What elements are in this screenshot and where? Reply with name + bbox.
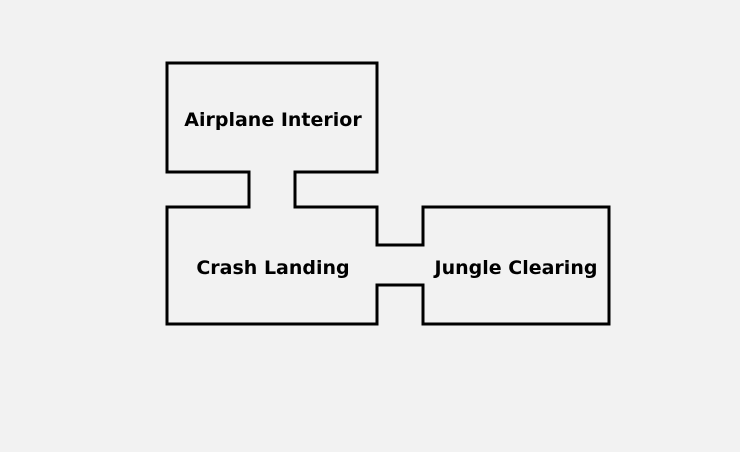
room-label-crash-landing: Crash Landing	[196, 257, 349, 279]
room-label-airplane-interior: Airplane Interior	[184, 109, 362, 131]
room-label-jungle-clearing: Jungle Clearing	[433, 257, 598, 279]
map-outline	[165, 61, 611, 326]
